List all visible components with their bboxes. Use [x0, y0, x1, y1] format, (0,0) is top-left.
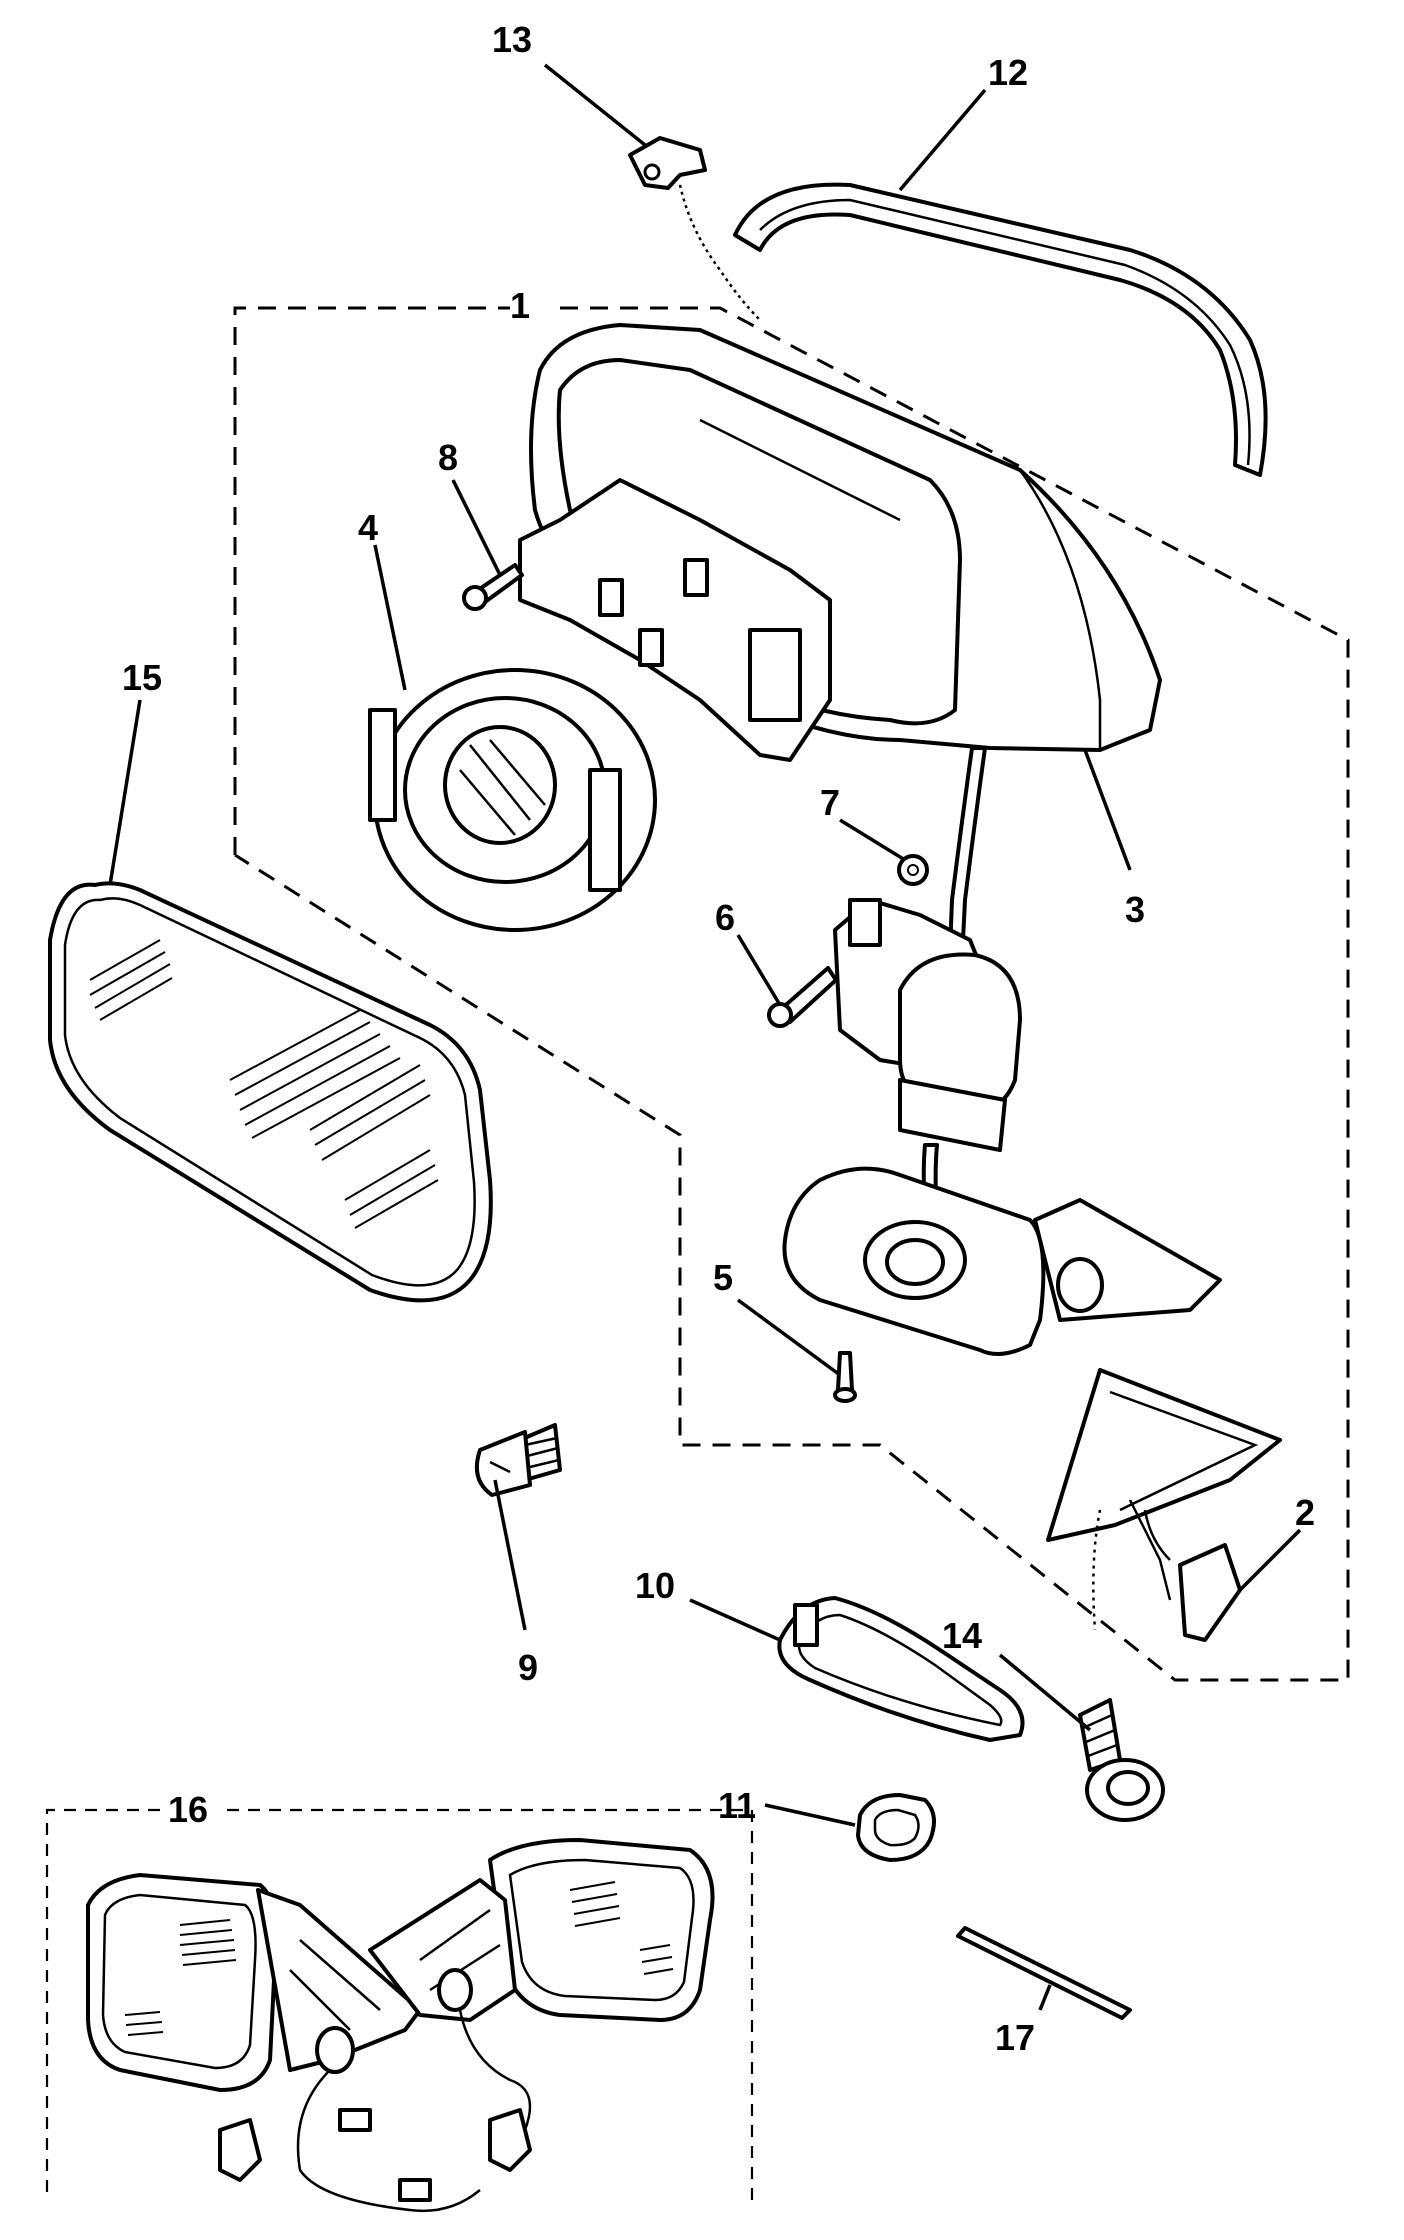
- part-8-screw: [462, 563, 524, 611]
- part-9-bolt: [475, 1423, 562, 1497]
- callout-12: 12: [988, 52, 1028, 93]
- leader-12: [898, 88, 987, 192]
- part-12-cover-strip: [733, 182, 1268, 477]
- leader-6: [736, 934, 782, 1006]
- leader-10: [689, 1598, 781, 1642]
- part-10-gasket: [777, 1596, 1025, 1742]
- part-15-mirror-glass: [48, 881, 493, 1303]
- leader-13: [543, 63, 647, 147]
- part-2-connector-plate: [1046, 1368, 1282, 1642]
- mirror-motor-bracket: [518, 478, 832, 762]
- callout-1: 1: [510, 285, 530, 326]
- callout-11: 11: [718, 1785, 756, 1826]
- callout-2: 2: [1295, 1492, 1315, 1533]
- callout-7: 7: [820, 782, 840, 823]
- callout-labels: 13 12 1 8 4 15 7 6 3 5 2 9 10 14 11 16 1…: [122, 19, 1315, 2058]
- leader-7: [839, 818, 906, 862]
- leader-3: [1083, 749, 1132, 871]
- leader-15: [108, 699, 142, 886]
- assembly-1-boundary: [233, 306, 1350, 1682]
- part-7-nut: [897, 854, 929, 886]
- callout-8: 8: [438, 437, 458, 478]
- assembly-16-boundary: [45, 1808, 754, 2200]
- callout-13: 13: [492, 19, 532, 60]
- leader-11: [764, 1803, 856, 1827]
- leader-5: [736, 1298, 842, 1377]
- leader-8: [451, 479, 502, 576]
- callout-16: 16: [168, 1789, 208, 1830]
- callout-15: 15: [122, 657, 162, 698]
- part-6-screw: [767, 966, 838, 1028]
- part-16-mirror-pair: [86, 1838, 715, 2212]
- callout-14: 14: [942, 1615, 982, 1656]
- part-4-actuator-ring: [368, 668, 657, 932]
- part-17-trim-strip: [956, 1926, 1132, 2020]
- leader-14: [998, 1653, 1092, 1732]
- callout-17: 17: [995, 2017, 1035, 2058]
- callout-3: 3: [1125, 889, 1145, 930]
- glass-reflection-hatch: [89, 939, 439, 1229]
- leader-9: [493, 1479, 527, 1631]
- callout-5: 5: [713, 1257, 733, 1298]
- part-14-screw-washer: [1078, 1698, 1165, 1822]
- callout-10: 10: [635, 1565, 675, 1606]
- leader-4: [373, 544, 407, 691]
- leader-lines: [108, 63, 1302, 2011]
- mirror-motor-unit: [833, 898, 1022, 1152]
- part-11-grommet: [856, 1793, 936, 1862]
- mirror-base-plate: [782, 1166, 1222, 1356]
- callout-4: 4: [358, 507, 378, 548]
- callout-9: 9: [518, 1647, 538, 1688]
- leader-2: [1238, 1528, 1302, 1592]
- leader-17: [1038, 1984, 1052, 2011]
- callout-6: 6: [715, 897, 735, 938]
- part-13-clip: [628, 136, 761, 321]
- part-5-screw: [833, 1351, 857, 1403]
